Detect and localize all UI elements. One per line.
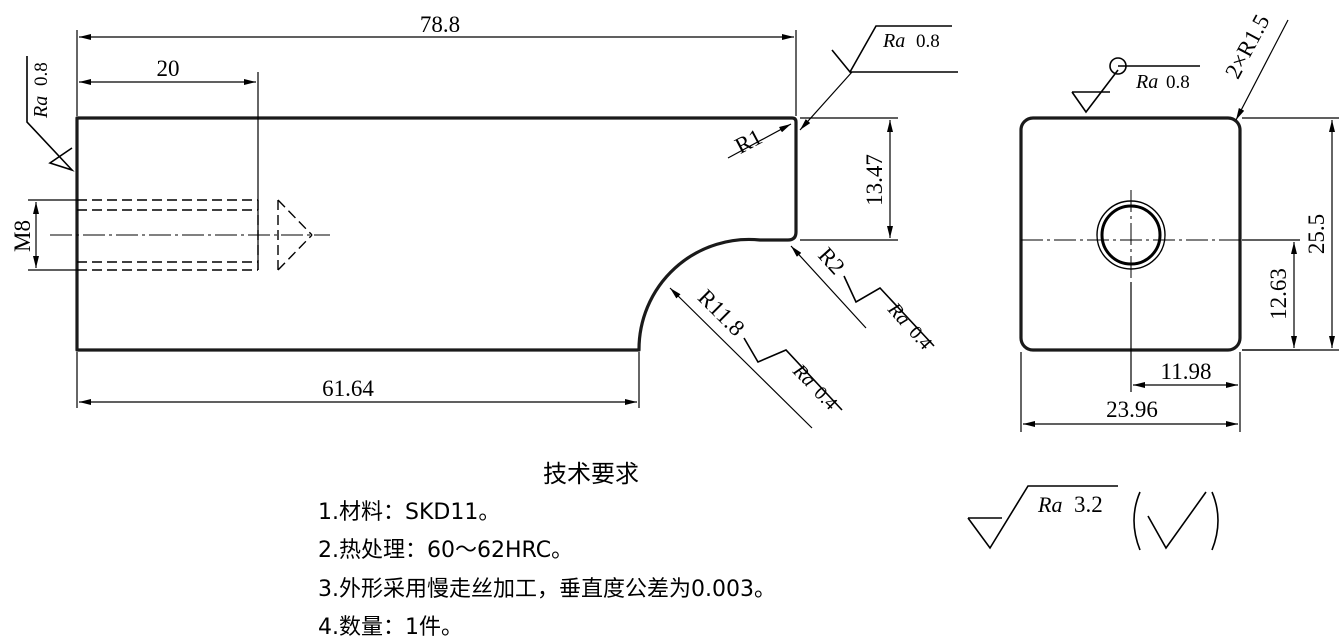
rough-fillet-val: 0.4	[904, 322, 936, 354]
general-rough-sym: Ra	[1037, 492, 1062, 517]
dim-hole-offset-y: 12.63	[1266, 268, 1291, 320]
rough-top-sym: Ra	[1135, 71, 1158, 93]
rough-left-val: 0.8	[31, 62, 52, 86]
general-roughness: Ra 3.2	[967, 485, 1219, 551]
dim-total-length: 78.8	[420, 12, 460, 37]
dim-width: 23.96	[1106, 397, 1158, 422]
dim-height: 25.5	[1304, 214, 1329, 254]
dim-bottom-length: 61.64	[322, 376, 374, 401]
dim-thread-depth: 20	[157, 56, 180, 81]
front-outline	[75, 116, 798, 352]
label-corners: 2×R1.5	[1220, 10, 1274, 82]
threaded-hole-hidden	[50, 199, 330, 271]
dim-step-height: 13.47	[862, 154, 887, 206]
general-rough-val: 3.2	[1074, 492, 1103, 517]
rough-left-sym: Ra	[30, 96, 52, 119]
rough-arc-sym: Ra	[788, 359, 820, 391]
dim-hole-offset-x: 11.98	[1161, 359, 1212, 384]
rough-top-val: 0.8	[1166, 72, 1190, 93]
label-fillet-radius: R2	[813, 243, 850, 280]
side-view: 23.96 11.98 12.63 25.5 2×R1.5 Ra 0.8	[1019, 10, 1339, 432]
front-view: 78.8 20 61.64 13.47 M8 R1 R2 Ra 0.4 R11.…	[10, 12, 958, 429]
rough-top-right-sym: Ra	[882, 30, 905, 52]
rough-top-right-val: 0.8	[916, 31, 940, 52]
label-arc-radius: R11.8	[693, 285, 749, 341]
rough-arc-val: 0.4	[809, 383, 841, 415]
rough-fillet-sym: Ra	[883, 298, 915, 330]
label-thread: M8	[10, 220, 35, 252]
